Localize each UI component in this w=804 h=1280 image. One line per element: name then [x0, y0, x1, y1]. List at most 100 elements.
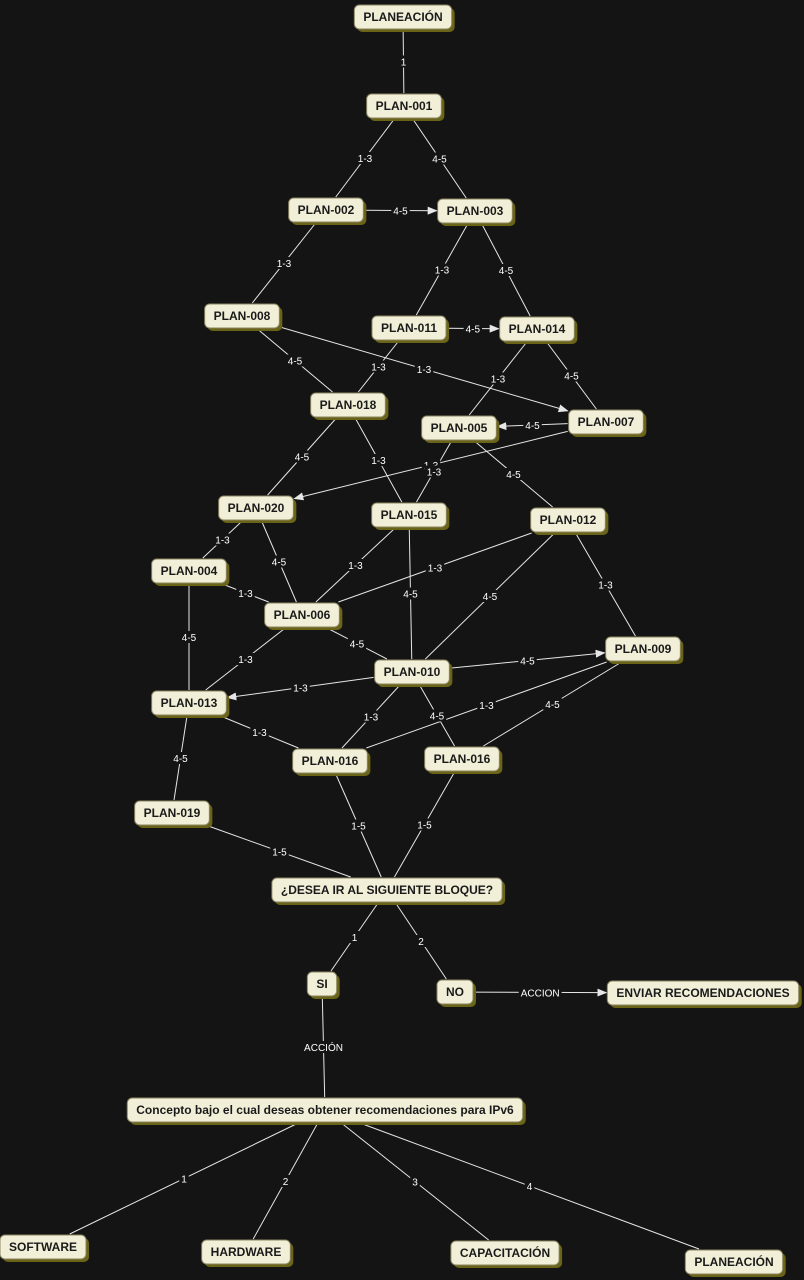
- edge-label: 4-5: [288, 357, 303, 368]
- edge-label-group: 1-3: [596, 578, 615, 592]
- node-desea: ¿DESEA IR AL SIGUIENTE BLOQUE?: [271, 877, 506, 905]
- edge-label: 4-5: [182, 633, 197, 644]
- node-enviar: ENVIAR RECOMENDACIONES: [606, 980, 802, 1008]
- node-no: NO: [436, 979, 476, 1007]
- edge-label-bg: [524, 1180, 535, 1192]
- edge-label-bg: [347, 637, 367, 650]
- node-label: PLAN-014: [509, 322, 566, 336]
- node-plan012: PLAN-012: [530, 507, 609, 535]
- edge-label-group: 4-5: [518, 654, 537, 668]
- edge-label-bg: [543, 698, 562, 710]
- edge-label-bg: [562, 369, 581, 382]
- node-plan004: PLAN-004: [151, 558, 230, 586]
- node-label: PLAN-019: [144, 806, 201, 820]
- edge-label-bg: [355, 152, 375, 164]
- edge-label-group: 1-3: [274, 257, 294, 270]
- node-box: [568, 409, 644, 435]
- node-box: [271, 877, 503, 903]
- node-label: PLAN-007: [578, 415, 635, 429]
- node-box: [371, 502, 447, 528]
- edge-label-group: 3: [410, 1175, 420, 1189]
- edge-label-group: 4-5: [480, 590, 500, 603]
- edge-label: 4-5: [564, 372, 579, 383]
- edge-label: 4-5: [520, 657, 535, 668]
- edge-label: 1-3: [479, 701, 494, 712]
- node-box: [288, 197, 364, 223]
- edge-label: 4-5: [466, 324, 481, 335]
- edge-label-group: 4: [524, 1180, 535, 1193]
- node-box: [421, 415, 497, 441]
- edge-label: 4-5: [430, 712, 445, 723]
- node-plan008: PLAN-008: [204, 303, 283, 331]
- edge-label: 4-5: [393, 207, 408, 218]
- edge-label: 1: [352, 933, 358, 944]
- edge-label-group: 1-3: [355, 152, 375, 165]
- node-label: PLANEACIÓN: [694, 1254, 773, 1269]
- node-box: [353, 4, 453, 30]
- edge-label-group: 4-5: [269, 555, 289, 569]
- node-label: PLAN-008: [214, 309, 271, 323]
- edge-label-group: 4-5: [171, 752, 190, 765]
- node-concepto: Concepto bajo el cual deseas obtener rec…: [126, 1097, 526, 1125]
- edge-label-group: 1: [398, 55, 409, 69]
- node-label: PLAN-003: [447, 204, 504, 218]
- edge-label-bg: [401, 587, 420, 600]
- node-box: [366, 93, 442, 119]
- edge-label-group: 4-5: [179, 631, 199, 644]
- edge-label-group: 1-3: [425, 561, 445, 575]
- edge-label-group: 1-3: [432, 263, 452, 277]
- edge-label-group: 1-3: [414, 363, 434, 376]
- node-plan011: PLAN-011: [371, 315, 450, 343]
- edge-label: 4-5: [173, 754, 188, 765]
- node-label: PLAN-002: [298, 203, 355, 217]
- edge-label-bg: [427, 709, 447, 722]
- edge-label-bg: [477, 699, 496, 711]
- node-plan003: PLAN-003: [437, 198, 516, 226]
- node-plan018: PLAN-018: [310, 392, 389, 420]
- edge-label: 3: [412, 1178, 418, 1189]
- edge-label: 1-3: [428, 564, 443, 575]
- node-label: SI: [316, 977, 327, 991]
- node-box: [530, 507, 606, 533]
- edge-label-group: ACCION: [518, 986, 562, 999]
- node-planeacion-top: PLANEACIÓN: [353, 4, 455, 32]
- node-plan009: PLAN-009: [605, 636, 684, 664]
- node-plan015: PLAN-015: [371, 502, 450, 530]
- edge-label-group: 1-3: [369, 454, 388, 467]
- edge-label-group: 2: [416, 935, 426, 948]
- node-box: [499, 316, 575, 342]
- edge-label-group: 4-5: [463, 322, 483, 335]
- node-box: [437, 198, 513, 224]
- edge-label-bg: [285, 354, 305, 367]
- node-label: PLAN-011: [381, 321, 437, 335]
- edge-label-group: 1-3: [369, 360, 388, 374]
- edge-label-group: 4-5: [391, 204, 410, 218]
- edge-label-group: 4-5: [285, 354, 305, 368]
- edge-label: 1: [181, 1175, 187, 1186]
- edge-label-bg: [179, 631, 199, 643]
- node-label: PLAN-001: [376, 99, 433, 113]
- edge-label: 1-3: [252, 728, 267, 739]
- edge-label-bg: [179, 1172, 189, 1185]
- edge-label-group: 1: [179, 1172, 189, 1186]
- node-box: [310, 392, 386, 418]
- node-box: [201, 1239, 291, 1265]
- edge-label-bg: [171, 752, 190, 764]
- node-label: ENVIAR RECOMENDACIONES: [616, 986, 789, 1000]
- edge-label: 1-3: [277, 259, 292, 270]
- node-box: [218, 495, 294, 521]
- edge-label: 1-3: [364, 713, 379, 724]
- node-box: [684, 1249, 784, 1275]
- edge-label-group: 2: [280, 1175, 291, 1188]
- edge-label-bg: [480, 590, 500, 602]
- node-label: PLAN-013: [161, 696, 218, 710]
- edge-label: 1-3: [598, 581, 613, 592]
- node-plan020: PLAN-020: [218, 495, 297, 523]
- edge-label-group: 1-3: [250, 726, 269, 739]
- edge-label: 1-3: [238, 589, 253, 600]
- edge-label-bg: [425, 561, 445, 574]
- edge-label-bg: [424, 465, 444, 478]
- edge-label-bg: [430, 152, 449, 165]
- node-label: PLAN-009: [615, 642, 672, 656]
- edge-label-group: 4-5: [430, 152, 449, 166]
